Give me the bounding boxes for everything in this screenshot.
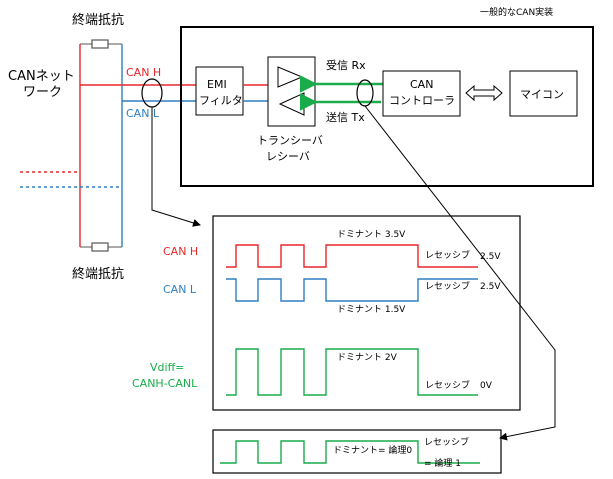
- terminator-label-bottom: 終端抵抗: [72, 266, 124, 282]
- transceiver-driver-triangle: [277, 66, 304, 88]
- can-network-label-line1: CANネット: [8, 69, 75, 84]
- transceiver-label-line1: トランシーバ: [257, 134, 323, 147]
- waveform-box: [212, 215, 521, 411]
- dominant-diff-label: ドミナント 2V: [337, 352, 398, 363]
- typical-can-impl-box: [180, 26, 594, 187]
- wave-can-l-label: CAN L: [163, 283, 197, 296]
- recessive-diff-label: レセッシブ: [425, 379, 470, 391]
- can-controller-block: [382, 70, 461, 117]
- voltage-recessive-diff: 0V: [480, 381, 493, 391]
- probe-ellipse-bus: [141, 78, 163, 108]
- logic-dominant-label: ドミナント= 論理0: [333, 444, 412, 456]
- vdiff-waveform: [226, 348, 478, 396]
- dominant-l-label: ドミナント 1.5V: [337, 304, 406, 315]
- terminator-label-top: 終端抵抗: [72, 12, 124, 28]
- terminator-resistor-top: [91, 39, 109, 49]
- mcu-label: マイコン: [520, 88, 564, 101]
- recessive-h-label: レセッシブ: [425, 249, 470, 261]
- logic-waveform: [220, 440, 480, 464]
- bus-wiring: [20, 39, 201, 252]
- voltage-recessive-l: 2.5V: [480, 282, 501, 292]
- typical-can-impl-title: 一般的なCAN実装: [480, 6, 553, 18]
- rx-label: 受信 Rx: [326, 59, 366, 72]
- wave-vdiff-label-line2: CANH-CANL: [132, 377, 198, 390]
- wave-vdiff-label-line1: Vdiff=: [150, 361, 184, 374]
- can-h-waveform: [226, 244, 478, 268]
- emi-label-line1: EMI: [207, 78, 227, 91]
- can-h-bus-label: CAN H: [126, 66, 161, 79]
- emi-filter-block: [195, 66, 244, 116]
- recessive-l-label: レセッシブ: [425, 280, 470, 292]
- logic-recessive-label-line2: = 論理 1: [424, 457, 461, 469]
- controller-label-line2: コントローラ: [389, 94, 455, 107]
- terminator-resistor-bottom: [91, 242, 109, 252]
- logic-recessive-label-line1: レセッシブ: [424, 436, 469, 448]
- emi-label-line2: フィルタ: [199, 94, 243, 107]
- dominant-h-label: ドミナント 3.5V: [337, 229, 406, 240]
- controller-label-line1: CAN: [410, 78, 433, 91]
- transceiver-label-line2: レシーバ: [266, 150, 310, 163]
- can-network-label-line2: ワーク: [23, 85, 62, 100]
- can-l-waveform: [226, 278, 478, 302]
- transceiver-block: [267, 56, 316, 127]
- mcu-block: [509, 70, 578, 117]
- tx-label: 送信 Tx: [326, 110, 365, 124]
- voltage-recessive-h: 2.5V: [480, 252, 501, 262]
- wave-can-h-label: CAN H: [163, 245, 198, 258]
- double-arrow-icon: [465, 84, 503, 102]
- can-l-bus-label: CAN L: [126, 107, 160, 120]
- logic-box: [212, 429, 502, 474]
